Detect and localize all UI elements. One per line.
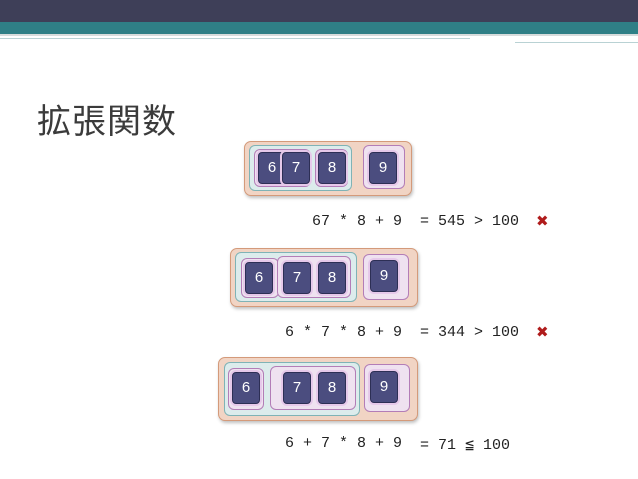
header-bar [0,0,638,22]
digit-tile: 8 [318,372,346,404]
digit-tile: 6 [258,152,286,184]
digit-tile: 8 [318,262,346,294]
digit-tile: 7 [283,372,311,404]
digit-tile: 8 [318,152,346,184]
digit-tile: 6 [232,372,260,404]
expression: 67 * 8 + 9 [312,213,403,230]
result: = 71 ≦ 100 [420,437,511,454]
slide-title: 拡張関数 [37,102,177,142]
divider [0,38,470,39]
digit-tile: 7 [282,152,310,184]
digit-tile: 9 [369,152,397,184]
digit-tile: 9 [370,371,398,403]
expression: 6 + 7 * 8 + 9 [285,435,403,452]
accent-band [0,22,638,34]
expression: 6 * 7 * 8 + 9 [285,324,403,341]
digit-tile: 7 [283,262,311,294]
divider [0,34,638,36]
digit-tile: 6 [245,262,273,294]
divider [515,42,638,43]
digit-tile: 9 [370,260,398,292]
result: = 344 > 100 [420,324,520,341]
cross-icon: ✖ [536,212,549,230]
result: = 545 > 100 [420,213,520,230]
cross-icon: ✖ [536,323,549,341]
